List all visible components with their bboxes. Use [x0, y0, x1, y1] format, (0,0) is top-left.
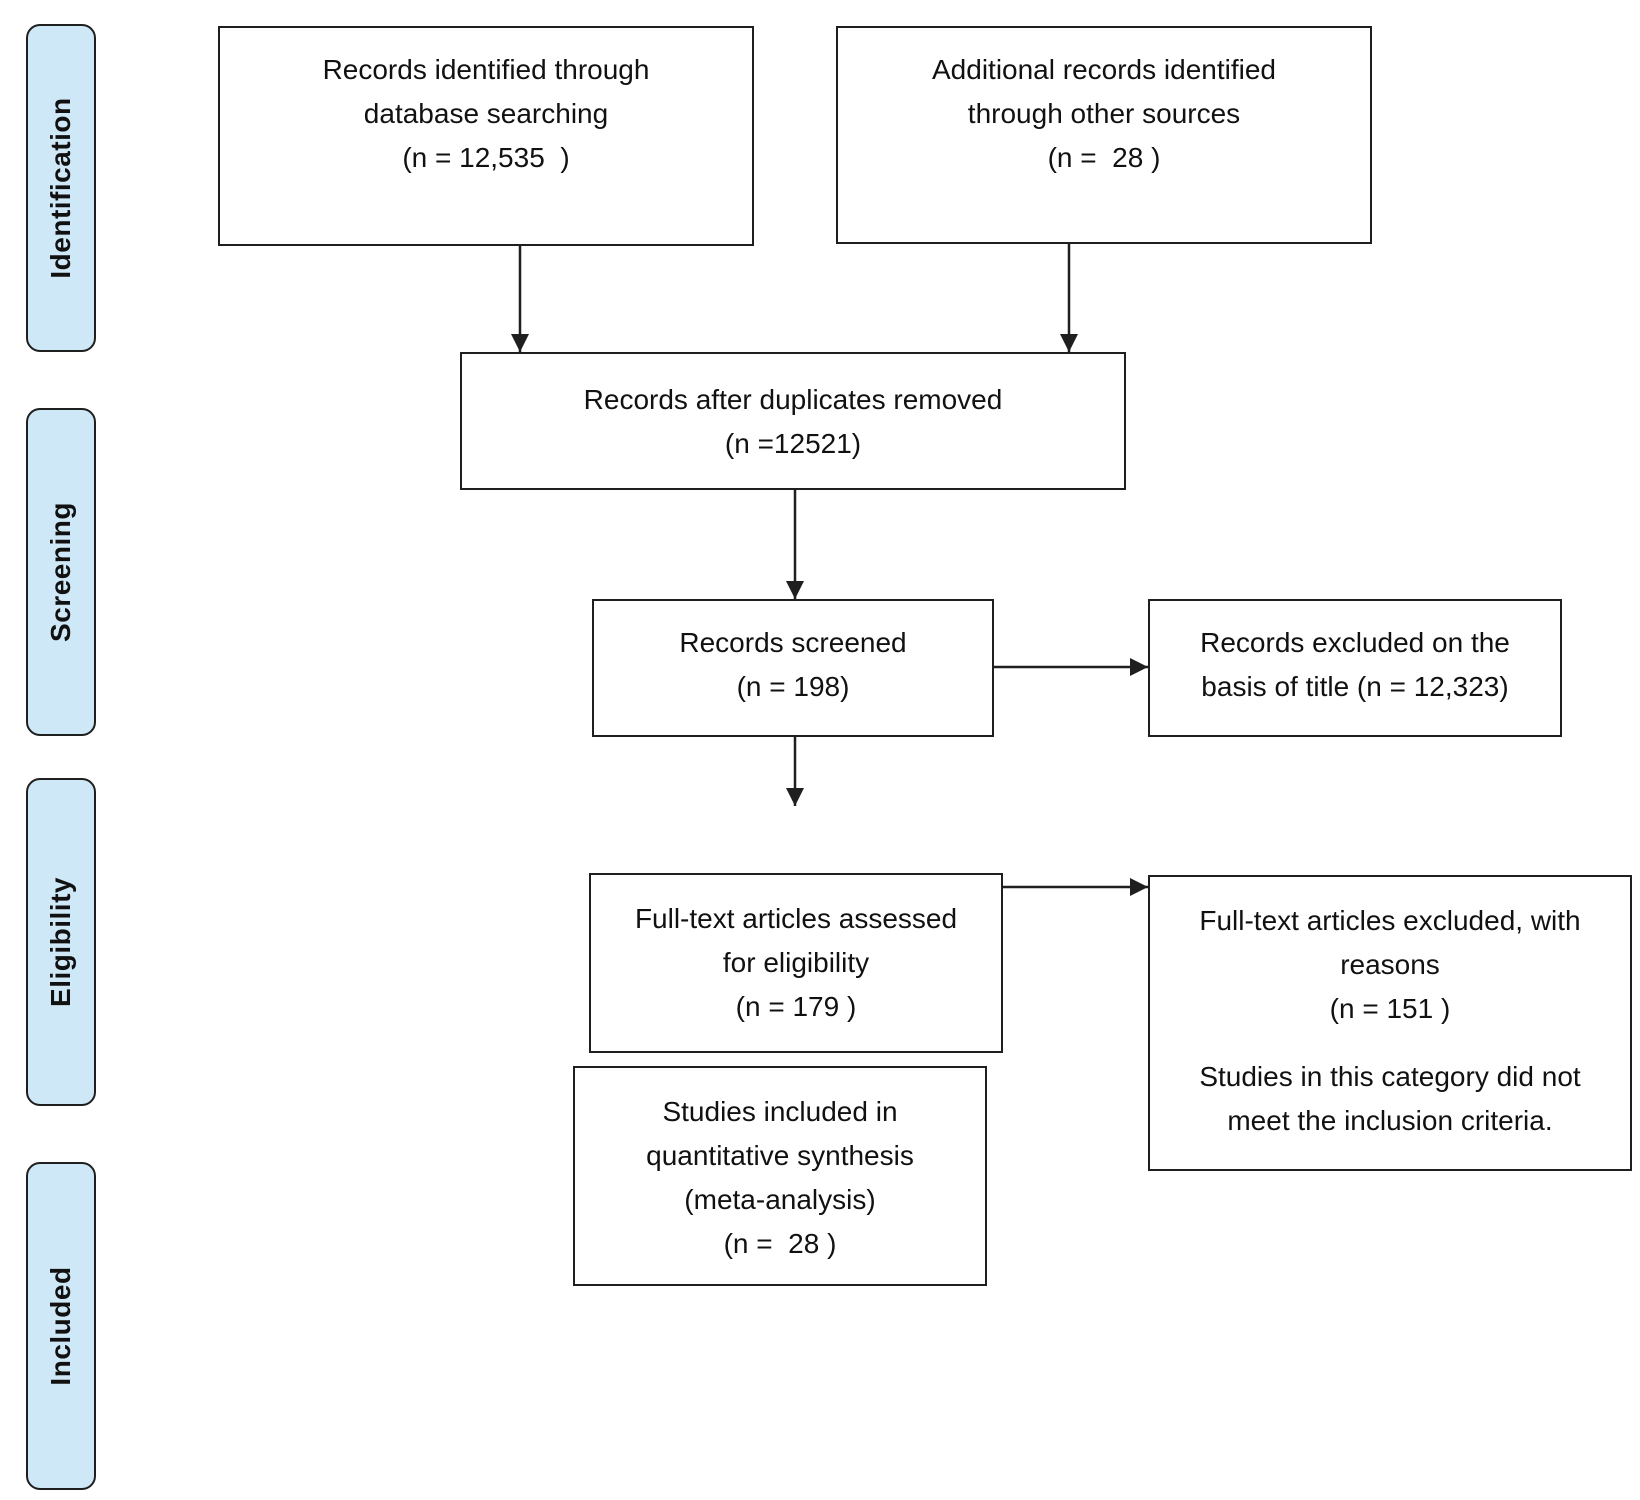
- box-records-excluded-title: Records excluded on the basis of title (…: [1148, 599, 1562, 737]
- phase-identification-label: Identification: [45, 97, 76, 279]
- database-search-line-1: Records identified through: [322, 54, 650, 85]
- fulltext-excluded-count: (n = 151 ): [1329, 993, 1451, 1024]
- fulltext-excluded-reason-line-2: meet the inclusion criteria.: [1227, 1105, 1553, 1136]
- included-studies-line-3: (meta-analysis): [684, 1184, 876, 1215]
- phase-identification: Identification: [26, 24, 96, 352]
- other-sources-line-2: through other sources: [967, 98, 1241, 129]
- fulltext-assessed-line-1: Full-text articles assessed: [634, 903, 958, 934]
- fulltext-excluded-line-1: Full-text articles excluded, with: [1199, 905, 1581, 936]
- duplicates-removed-count: (n =12521): [724, 428, 862, 459]
- phase-eligibility-label: Eligibility: [45, 877, 76, 1007]
- box-database-search: Records identified through database sear…: [218, 26, 754, 246]
- excluded-title-line-2: basis of title (n = 12,323): [1201, 671, 1509, 702]
- database-search-count: (n = 12,535 ): [402, 142, 570, 173]
- included-studies-line-1: Studies included in: [662, 1096, 898, 1127]
- included-studies-line-2: quantitative synthesis: [646, 1140, 914, 1171]
- excluded-title-line-1: Records excluded on the: [1200, 627, 1510, 658]
- included-studies-count: (n = 28 ): [723, 1228, 837, 1259]
- records-screened-line-1: Records screened: [679, 627, 907, 658]
- records-screened-count: (n = 198): [736, 671, 850, 702]
- fulltext-excluded-line-2: reasons: [1340, 949, 1440, 980]
- database-search-line-2: database searching: [363, 98, 609, 129]
- box-records-screened: Records screened (n = 198): [592, 599, 994, 737]
- fulltext-excluded-reason-line-1: Studies in this category did not: [1199, 1061, 1581, 1092]
- other-sources-line-1: Additional records identified: [932, 54, 1276, 85]
- fulltext-assessed-count: (n = 179 ): [735, 991, 857, 1022]
- other-sources-count: (n = 28 ): [1047, 142, 1161, 173]
- box-included-studies: Studies included in quantitative synthes…: [573, 1066, 987, 1286]
- duplicates-removed-line-1: Records after duplicates removed: [583, 384, 1003, 415]
- box-other-sources: Additional records identified through ot…: [836, 26, 1372, 244]
- box-duplicates-removed: Records after duplicates removed (n =125…: [460, 352, 1126, 490]
- phase-included-label: Included: [45, 1266, 76, 1386]
- phase-screening-label: Screening: [45, 502, 76, 642]
- fulltext-assessed-line-2: for eligibility: [722, 947, 870, 978]
- phase-screening: Screening: [26, 408, 96, 736]
- phase-eligibility: Eligibility: [26, 778, 96, 1106]
- phase-included: Included: [26, 1162, 96, 1490]
- box-fulltext-excluded: Full-text articles excluded, with reason…: [1148, 875, 1632, 1171]
- box-fulltext-assessed: Full-text articles assessed for eligibil…: [589, 873, 1003, 1053]
